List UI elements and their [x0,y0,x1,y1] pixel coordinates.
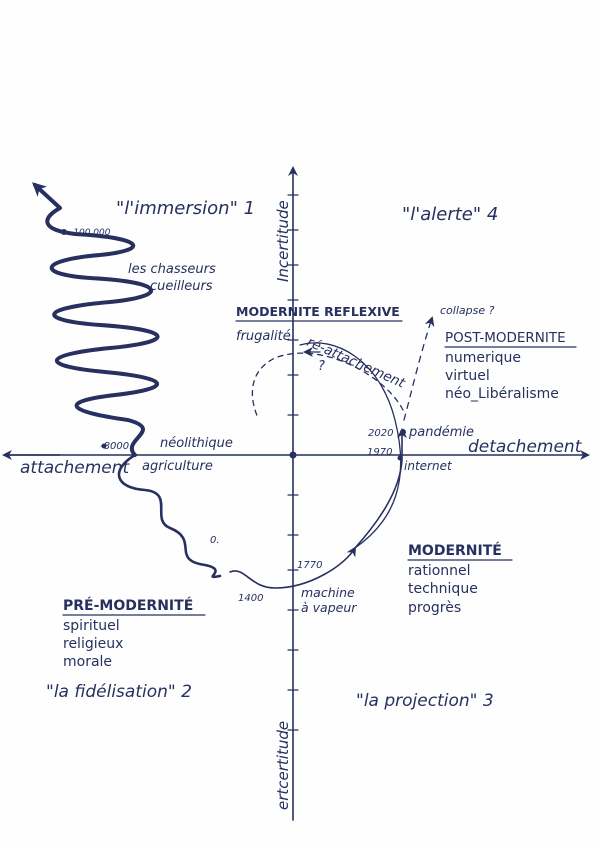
era-modern-item-1: rationnel [408,563,471,579]
point-1970 [397,455,403,461]
trajectory-modern-rise [354,428,407,549]
trajectory-hunters-spiral [32,182,160,457]
label-question: ? [318,359,325,374]
era-modern-item-2: technique [408,581,478,597]
year-2020: 2020 [368,428,393,439]
label-internet: internet [404,459,453,473]
label-hunters-2: cueilleurs [150,279,213,294]
year-1970: 1970 [367,447,392,458]
quadrant-2-title: "la fidélisation" 2 [46,682,192,702]
collapse-dashed-line [403,316,435,421]
label-hunters-1: les chasseurs [128,262,216,277]
era-modern-item-3: progrès [408,600,461,616]
point-100000 [61,229,67,235]
era-post-title: POST-MODERNITE [445,330,566,346]
quadrant-3-title: "la projection" 3 [356,691,494,711]
era-pre-title: PRÉ-MODERNITÉ [63,597,193,614]
trajectory-premodern [117,453,222,579]
year-1400: 1400 [238,593,263,604]
quadrant-4-title: "l'alerte" 4 [402,204,498,225]
era-reflexive-title: MODERNITE REFLEXIVE [236,304,400,319]
era-post-item-2: virtuel [445,368,490,384]
year-1770: 1770 [297,560,322,571]
axis-label-incertitude: Incertitude [274,200,292,282]
era-pre-item-2: religieux [63,636,123,652]
axis-label-attachement: attachement [20,458,131,478]
era-pre-item-1: spirituel [63,618,120,634]
reattachment-dashed-arc [251,352,404,419]
label-collapse: collapse ? [440,304,495,317]
year-0: 0. [210,535,220,546]
year-100000: -100.000 [70,228,111,238]
era-reflexive-item-1: frugalité [236,329,291,344]
point-2020 [400,429,406,435]
axis-origin [289,451,297,459]
year-8000: -8000 [100,441,129,452]
label-agriculture: agriculture [142,459,213,474]
label-steam-2: à vapeur [301,600,357,615]
label-pandemic: pandémie [408,425,474,440]
axis-label-certitude: ertcertitude [274,721,292,810]
label-steam-1: machine [301,585,355,600]
vertical-axis-ticks [287,194,299,731]
point-8000 [101,443,107,449]
era-modern-title: MODERNITÉ [408,542,502,559]
label-neolithic: néolithique [160,436,233,451]
quadrant-1-title: "l'immersion" 1 [116,198,255,219]
era-post-item-3: néo_Libéralisme [445,386,559,402]
trajectory-modern [229,546,357,589]
era-post-item-1: numerique [445,350,521,366]
trajectory-modern-loop [299,342,402,549]
axis-label-detachement: detachement [468,437,583,457]
era-pre-item-3: morale [63,654,112,670]
